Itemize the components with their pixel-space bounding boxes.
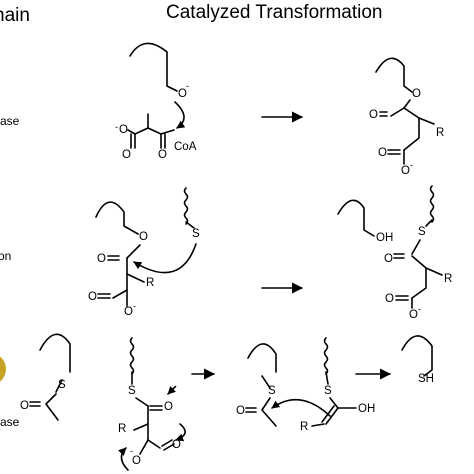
oxygen-atom: O xyxy=(139,231,148,243)
minus-charge: - xyxy=(410,160,413,170)
sh-group: SH xyxy=(418,373,434,385)
row-1-label: rase xyxy=(0,114,20,128)
oxygen-atom: O xyxy=(412,88,421,100)
oxygen-atom: O xyxy=(158,149,167,161)
oxygen-atom: O xyxy=(119,124,128,136)
oxygen-atom: O xyxy=(20,400,29,412)
oxygen-atom: O xyxy=(122,149,131,161)
r-group: R xyxy=(444,273,452,285)
row3-malonyl: S O R O O - xyxy=(118,337,186,471)
oxygen-atom: O xyxy=(132,455,141,467)
minus-charge: - xyxy=(418,304,421,314)
row2-product: OH S O R O O - xyxy=(337,185,452,321)
oh-group: OH xyxy=(358,403,375,415)
sulfur-atom: S xyxy=(268,385,276,397)
r-group: R xyxy=(300,421,308,433)
row3-product: SH xyxy=(401,335,434,385)
oxygen-atom: O xyxy=(409,309,418,321)
oxygen-atom: O xyxy=(369,109,378,121)
oxygen-atom: O xyxy=(378,147,387,159)
row2-reactant: O O R O O - S xyxy=(88,187,200,318)
oxygen-atom: O xyxy=(401,165,410,177)
row-3-label: rase xyxy=(0,415,20,429)
sulfur-atom: S xyxy=(418,226,426,238)
row3-intermediate: S O S OH R xyxy=(236,337,375,433)
oxygen-atom: O xyxy=(164,401,173,413)
minus-charge: - xyxy=(186,81,189,91)
oxygen-atom: O xyxy=(88,291,97,303)
oh-group: OH xyxy=(376,232,393,244)
oxygen-atom: O xyxy=(97,253,106,265)
row3-domain-thioester: S O xyxy=(20,333,71,421)
r-group: R xyxy=(146,277,154,289)
row1-product: O O R O O - xyxy=(369,57,444,177)
sulfur-atom: S xyxy=(324,385,332,397)
transformation-header: Catalyzed Transformation xyxy=(166,2,383,23)
o-minus-atom: O xyxy=(178,88,187,100)
minus-charge: - xyxy=(133,301,136,311)
oxygen-atom: O xyxy=(172,439,181,451)
coa-label: CoA xyxy=(174,141,197,153)
oxygen-atom: O xyxy=(236,405,245,417)
minus-charge: - xyxy=(130,446,133,456)
sulfur-atom: S xyxy=(58,379,66,391)
r-group: R xyxy=(118,423,126,435)
row-2-label: on xyxy=(0,249,11,263)
domain-dot-3 xyxy=(0,356,6,382)
row1-reactant: O - - O O O CoA xyxy=(115,42,197,161)
r-group: R xyxy=(436,127,444,139)
sulfur-atom: S xyxy=(192,228,200,240)
domain-header: nain xyxy=(0,5,30,26)
sulfur-atom: S xyxy=(128,385,136,397)
oxygen-atom: O xyxy=(124,306,133,318)
oxygen-atom: O xyxy=(384,253,393,265)
oxygen-atom: O xyxy=(385,293,394,305)
minus-charge: - xyxy=(115,122,118,132)
